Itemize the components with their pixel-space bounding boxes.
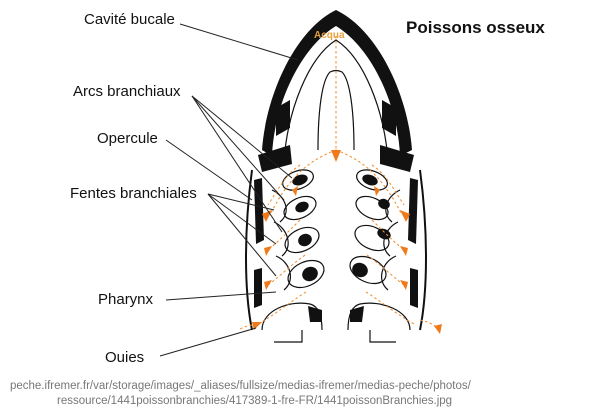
diagram-title: Poissons osseux [406, 18, 545, 37]
pharynx-region [261, 302, 411, 343]
operculum-left [245, 169, 264, 331]
source-url-line-1: peche.ifremer.fr/var/storage/images/_ali… [10, 380, 472, 392]
flow-arrow [434, 324, 442, 334]
operculum-right [408, 169, 427, 331]
flow-arrow [400, 210, 410, 222]
leader-lines [159, 23, 299, 357]
flow-arrow [400, 246, 408, 256]
water-label: Acqua [314, 30, 345, 41]
flow-arrow [264, 280, 272, 290]
label-cavite-bucale: Cavité bucale [84, 11, 175, 28]
source-url-line-2: ressource/1441poissonbranchies/417389-1-… [57, 395, 452, 407]
flow-arrow [264, 246, 272, 256]
flow-arrow [374, 186, 380, 196]
flow-arrow-main [331, 150, 341, 162]
gill-arches-right [349, 169, 401, 291]
flow-arrow [262, 210, 272, 222]
label-opercule: Opercule [97, 130, 158, 147]
label-arcs-branchiaux: Arcs branchiaux [73, 83, 181, 100]
label-pharynx: Pharynx [98, 291, 154, 308]
flow-arrow [400, 280, 408, 290]
flow-arrow [292, 186, 298, 196]
fish-head-outline [258, 10, 414, 172]
label-ouies: Ouies [105, 349, 144, 366]
label-fentes-branchiales: Fentes branchiales [70, 185, 197, 202]
